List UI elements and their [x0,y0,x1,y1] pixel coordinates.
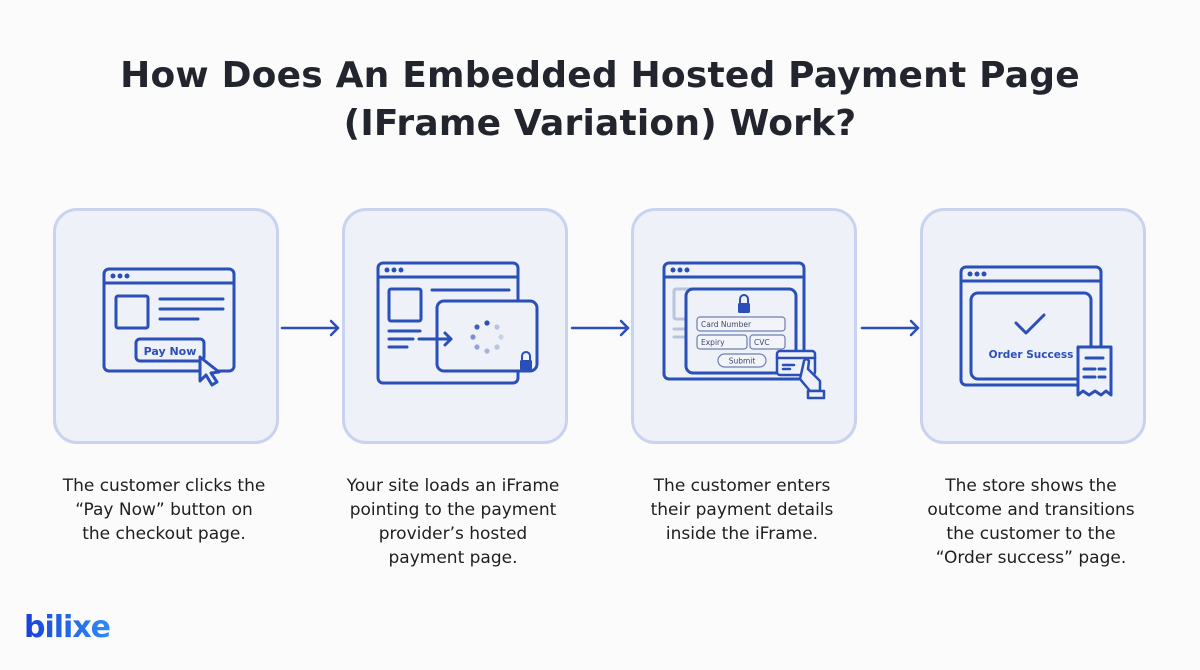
caption-line: The store shows the [945,476,1117,496]
page-title: How Does An Embedded Hosted Payment Page… [0,52,1200,148]
caption-line: Your site loads an iFrame [346,476,560,496]
step-4-card: Order Success [920,208,1146,444]
step-3-caption: The customer enters their payment detail… [622,474,862,546]
caption-line: The customer clicks the [62,476,266,496]
caption-line: pointing to the payment [349,500,557,520]
cvc-field: CVC [754,338,770,347]
caption-line: the customer to the [946,524,1116,544]
order-success-receipt-icon: Order Success [959,265,1113,397]
step-1-caption: The customer clicks the “Pay Now” button… [44,474,284,546]
browser-pay-now-click-icon: Pay Now [102,267,236,387]
caption-line: their payment details [650,500,834,520]
caption-line: outcome and transitions [927,500,1135,520]
caption-line: inside the iFrame. [665,524,819,544]
submit-button-label: Submit [729,357,756,366]
lock-icon [738,294,750,313]
bilixe-logo: bilixe [24,610,111,645]
title-line-2: (IFrame Variation) Work? [343,103,857,144]
caption-line: provider’s hosted [378,524,528,544]
expiry-field: Expiry [701,338,725,347]
step-3-card: Card Number Expiry CVC Submit [631,208,857,444]
step-2-caption: Your site loads an iFrame pointing to th… [333,474,573,570]
lock-icon [520,351,532,370]
caption-line: The customer enters [653,476,831,496]
caption-line: “Pay Now” button on [75,500,253,520]
caption-line: payment page. [388,548,518,568]
title-line-1: How Does An Embedded Hosted Payment Page [120,55,1080,96]
caption-line: “Order success” page. [935,548,1127,568]
pay-now-label: Pay Now [144,345,197,358]
right-arrow-icon [570,319,630,337]
caption-line: the checkout page. [82,524,246,544]
step-2-card [342,208,568,444]
right-arrow-icon [280,319,340,337]
card-number-field: Card Number [701,320,752,329]
iframe-card-form-icon: Card Number Expiry CVC Submit [662,261,826,400]
browser-iframe-loading-icon [376,261,539,385]
checkmark-icon [1014,313,1046,335]
order-success-label: Order Success [989,349,1074,361]
hand-holding-card-icon [775,349,826,400]
step-1-card: Pay Now [53,208,279,444]
step-4-caption: The store shows the outcome and transiti… [911,474,1151,570]
right-arrow-icon [860,319,920,337]
